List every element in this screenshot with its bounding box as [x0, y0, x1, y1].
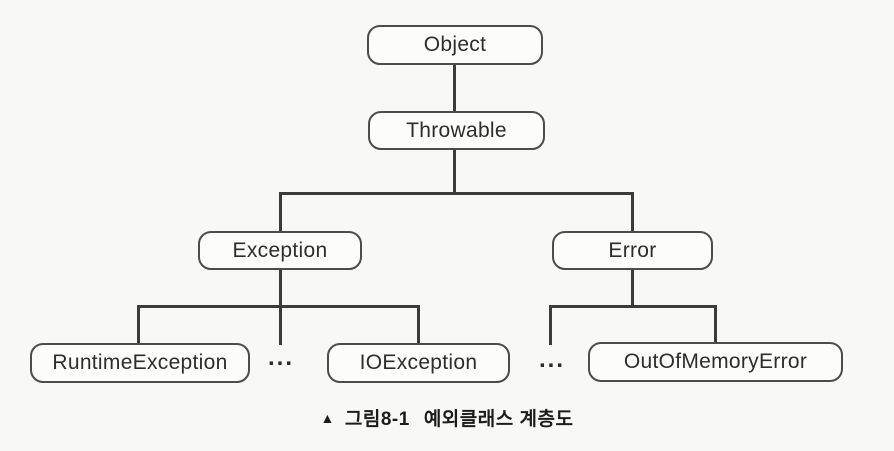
connector-drop-ellipsis-right — [549, 305, 552, 345]
node-exception: Exception — [198, 231, 362, 270]
figure-caption: ▲ 그림8-1 예외클래스 계층도 — [0, 404, 894, 431]
node-runtime-exception: RuntimeException — [30, 343, 250, 383]
node-io-exception: IOException — [327, 343, 510, 383]
caption-triangle-icon: ▲ — [320, 410, 335, 426]
node-object: Object — [367, 25, 543, 65]
connector-object-throwable — [453, 64, 456, 113]
connector-drop-error — [631, 192, 634, 233]
ellipsis-right: ... — [538, 346, 565, 373]
node-out-of-memory-error: OutOfMemoryError — [588, 342, 843, 382]
connector-error-children-horizontal — [549, 305, 717, 308]
connector-exception-children-horizontal — [137, 305, 420, 308]
connector-error-stem — [631, 269, 634, 308]
ellipsis-left: ... — [267, 344, 294, 371]
node-throwable: Throwable — [368, 111, 545, 150]
node-error: Error — [552, 231, 713, 270]
caption-figure-label: 그림8-1 — [344, 409, 410, 430]
connector-drop-out-of-memory — [714, 305, 717, 343]
caption-title: 예외클래스 계층도 — [423, 409, 574, 430]
connector-drop-io-exception — [417, 305, 420, 344]
connector-drop-runtime-exception — [137, 305, 140, 344]
connector-throwable-stem — [453, 149, 456, 194]
connector-drop-exception — [279, 192, 282, 233]
connector-level2-horizontal — [279, 192, 634, 195]
